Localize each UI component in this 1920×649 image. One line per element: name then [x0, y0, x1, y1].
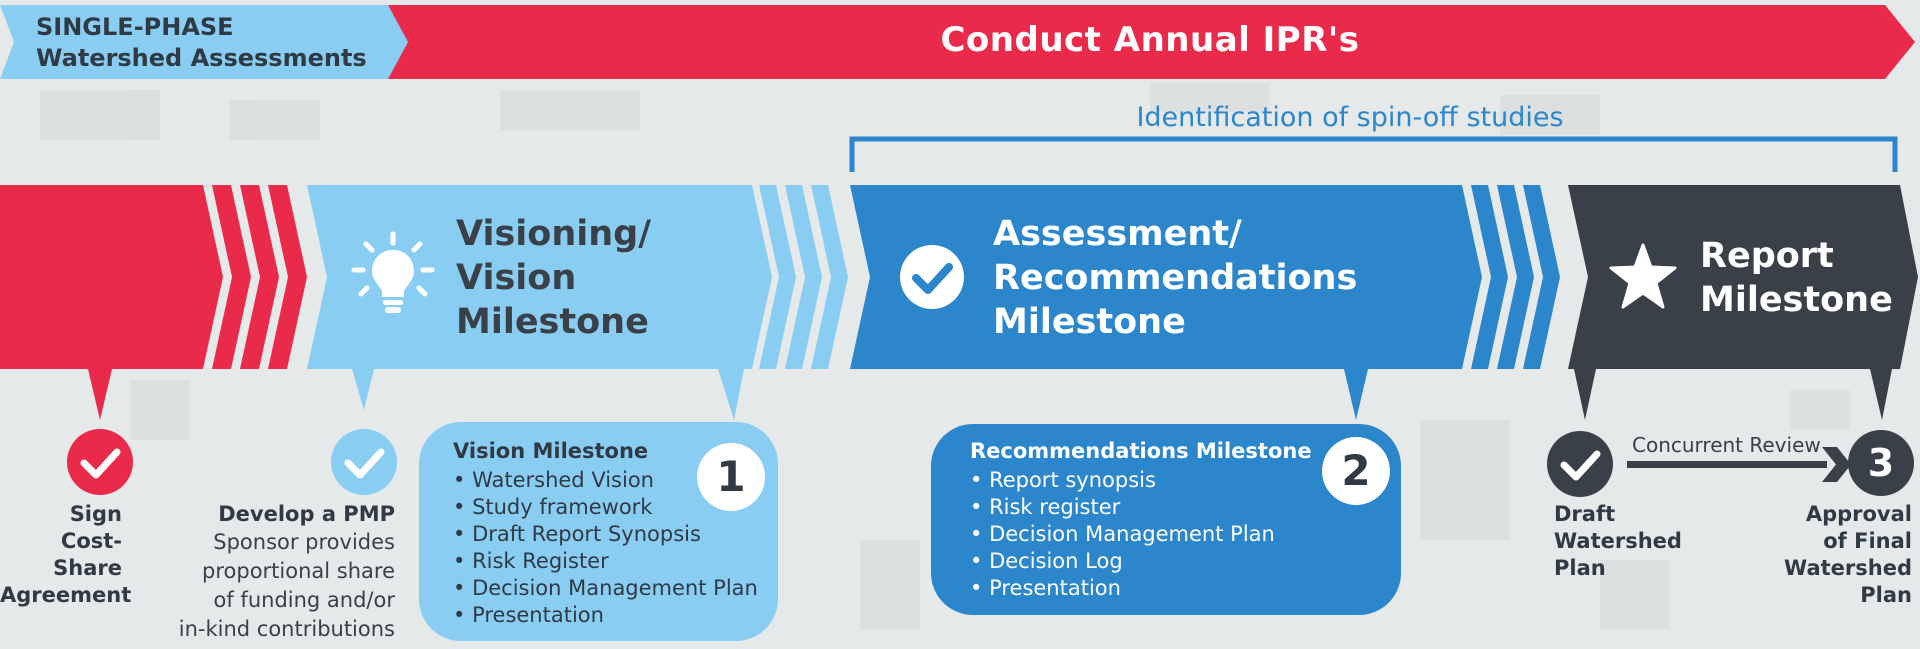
concurrent-review-label: Concurrent Review — [1632, 433, 1821, 457]
sign-check-icon — [67, 429, 133, 495]
top-banner-red — [380, 5, 1915, 79]
approval-final-plan-label: Approval of Final Watershed Plan — [1740, 501, 1912, 609]
list-item: Presentation — [970, 575, 1275, 602]
step-label-line: Sign — [69, 502, 122, 526]
develop-pmp-desc: of funding and/or — [213, 588, 395, 612]
step-label-line: Approval — [1805, 502, 1912, 526]
list-item: Study framework — [453, 494, 758, 521]
chevron-stripe — [1523, 185, 1560, 369]
stage-title-line: Milestone — [1700, 280, 1893, 320]
vision-milestone-list: Watershed Vision Study framework Draft R… — [453, 467, 758, 629]
step-label-line: Watershed — [1784, 556, 1912, 580]
list-item: Presentation — [453, 602, 758, 629]
draft-check-icon — [1547, 431, 1613, 497]
phase-label-line1: SINGLE-PHASE — [36, 13, 234, 41]
chevron-stripe — [1471, 185, 1508, 369]
sign-cost-share-label: Sign Cost-Share Agreement — [0, 501, 132, 609]
star-icon — [1609, 243, 1677, 309]
develop-pmp-title: Develop a PMP — [218, 502, 395, 526]
stage-title-assessment: Assessment/ Recommendations Milestone — [993, 212, 1357, 344]
spinoff-bracket — [849, 136, 1898, 172]
step-label-line: Plan — [1860, 583, 1912, 607]
list-item: Draft Report Synopsis — [453, 521, 758, 548]
stage-title-line: Recommendations — [993, 258, 1358, 298]
step-label-line: Watershed — [1554, 529, 1682, 553]
spinoff-label: Identification of spin-off studies — [1136, 102, 1564, 133]
draft-watershed-plan-label: Draft Watershed Plan — [1554, 501, 1682, 582]
step-label-line: Agreement — [0, 583, 132, 607]
stage-title-line: Milestone — [456, 302, 649, 342]
check-circle-icon — [900, 245, 964, 309]
chevron-stripe — [759, 185, 796, 369]
approval-number-circle — [1848, 430, 1914, 496]
vision-milestone-box: Vision Milestone Watershed Vision Study … — [419, 422, 778, 641]
develop-pmp-desc: in-kind contributions — [178, 617, 395, 641]
recommendations-milestone-list: Report synopsis Risk register Decision M… — [970, 467, 1275, 602]
stage-title-line: Report — [1700, 236, 1834, 276]
stage-title-line: Visioning/ — [456, 214, 652, 254]
stage-vision-arrow — [307, 185, 772, 420]
pmp-check-icon — [331, 429, 397, 495]
milestone-number-badge: 1 — [697, 443, 765, 511]
banner-title: Conduct Annual IPR's — [940, 20, 1360, 60]
stage-report-arrow — [1568, 185, 1918, 420]
stage-assessment-arrow — [850, 185, 1482, 420]
stage-title-vision: Visioning/ Vision Milestone — [456, 212, 651, 344]
develop-pmp-label: Develop a PMP Sponsor provides proportio… — [140, 501, 395, 644]
lightbulb-icon — [351, 231, 435, 313]
approval-number: 3 — [1867, 441, 1895, 485]
list-item: Decision Management Plan — [970, 521, 1275, 548]
step-label-line: Cost-Share — [53, 529, 122, 580]
develop-pmp-desc: Sponsor provides — [213, 530, 395, 554]
step-label-line: Plan — [1554, 556, 1606, 580]
concurrent-review-arrow — [1627, 447, 1851, 482]
step-label-line: Draft — [1554, 502, 1616, 526]
list-item: Risk Register — [453, 548, 758, 575]
vision-milestone-title: Vision Milestone — [453, 439, 649, 463]
list-item: Watershed Vision — [453, 467, 758, 494]
chevron-stripe — [1497, 185, 1534, 369]
stage-title-report: Report Milestone — [1700, 234, 1893, 322]
list-item: Risk register — [970, 494, 1275, 521]
chevron-stripe — [212, 185, 251, 369]
stage-red-arrow — [0, 185, 223, 420]
develop-pmp-desc: proportional share — [202, 559, 395, 583]
recommendations-milestone-title: Recommendations Milestone — [970, 439, 1312, 463]
chevron-stripe — [240, 185, 279, 369]
chevron-stripe — [811, 185, 848, 369]
milestone-number-badge: 2 — [1322, 437, 1390, 505]
chevron-stripe — [268, 185, 307, 369]
stage-title-line: Vision — [456, 258, 577, 298]
stage-title-line: Milestone — [993, 302, 1186, 342]
stage-title-line: Assessment/ — [993, 214, 1242, 254]
step-label-line: of Final — [1823, 529, 1912, 553]
recommendations-milestone-box: Recommendations Milestone Report synopsi… — [931, 424, 1401, 615]
top-banner-phase — [0, 5, 408, 79]
phase-label-line2: Watershed Assessments — [36, 44, 367, 72]
chevron-stripe — [785, 185, 822, 369]
list-item: Decision Log — [970, 548, 1275, 575]
list-item: Decision Management Plan — [453, 575, 758, 602]
list-item: Report synopsis — [970, 467, 1275, 494]
phase-label: SINGLE-PHASE Watershed Assessments — [36, 12, 367, 74]
